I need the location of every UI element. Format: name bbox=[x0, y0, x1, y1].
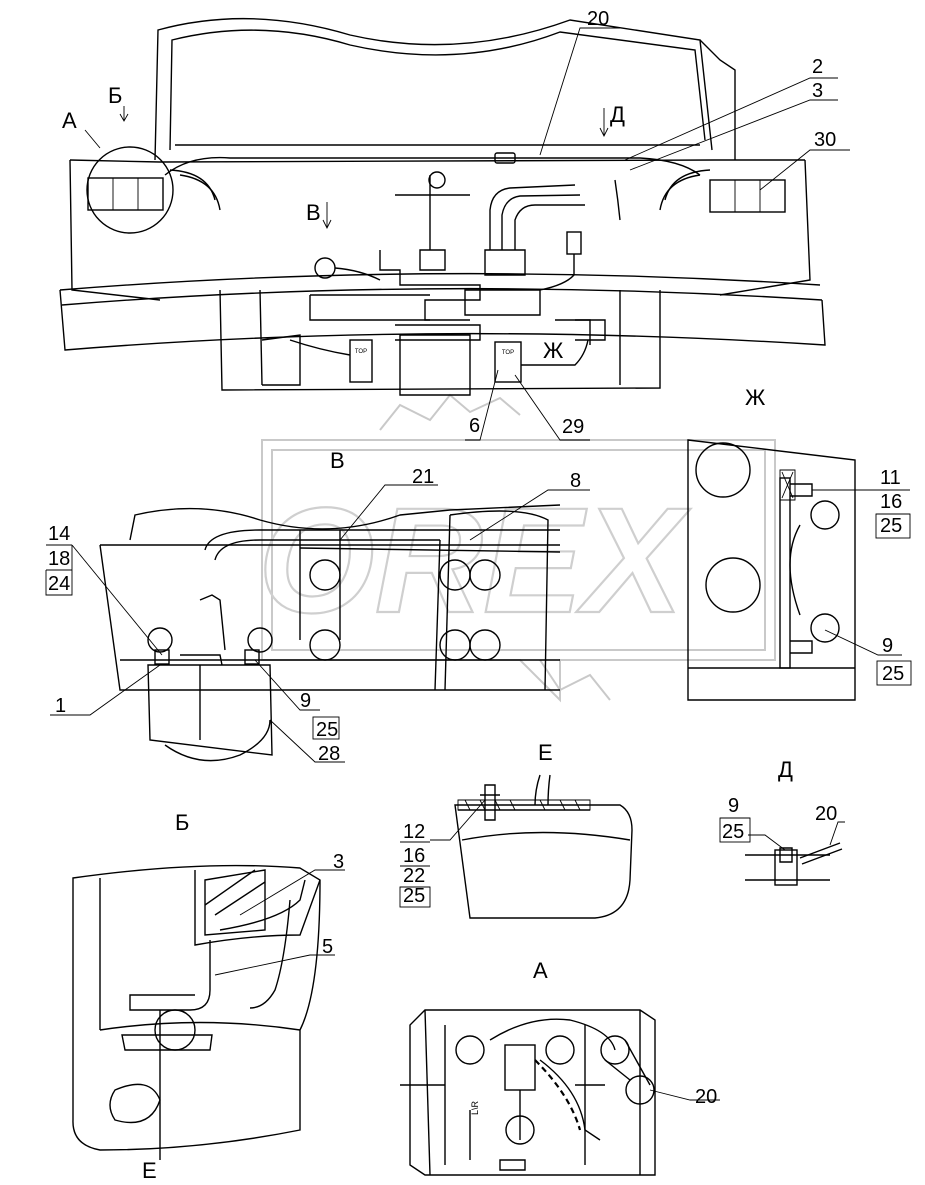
relay-box-left bbox=[349, 339, 373, 383]
view-marker-a: А bbox=[62, 108, 77, 133]
view-marker-d: Д bbox=[610, 102, 625, 127]
lr-label: L\R bbox=[470, 1100, 480, 1115]
callout-30: 30 bbox=[814, 129, 836, 151]
top-label-right: TOP bbox=[502, 350, 514, 356]
callout-22: 22 bbox=[403, 865, 425, 887]
component-box-28 bbox=[147, 664, 273, 756]
callout-2: 2 bbox=[812, 56, 823, 78]
view-marker-b: Б bbox=[108, 83, 122, 108]
view-title-b: Б bbox=[175, 810, 189, 835]
callout-16-e: 16 bbox=[403, 845, 425, 867]
view-title-e: Е bbox=[538, 740, 553, 765]
callout-8: 8 bbox=[570, 470, 581, 492]
view-marker-v: В bbox=[306, 200, 321, 225]
callout-9-zh: 9 bbox=[882, 635, 893, 657]
callout-3-b: 3 bbox=[333, 851, 344, 873]
view-v: В 21 8 bbox=[45, 448, 590, 765]
view-marker-zh: Ж bbox=[543, 338, 564, 363]
bolts bbox=[147, 559, 501, 661]
callout-9-v: 9 bbox=[300, 690, 311, 712]
callout-1: 1 bbox=[55, 695, 66, 717]
view-title-a: А bbox=[533, 958, 548, 983]
view-marker-e: Е bbox=[142, 1158, 157, 1183]
callout-18: 18 bbox=[48, 548, 70, 570]
callout-11: 11 bbox=[880, 467, 901, 489]
callout-20-a: 20 bbox=[695, 1086, 717, 1108]
callout-9-d: 9 bbox=[728, 795, 739, 817]
view-e: Е 12 16 22 25 bbox=[399, 740, 633, 919]
callout-20-top: 20 bbox=[587, 8, 609, 30]
callout-20-d: 20 bbox=[815, 803, 837, 825]
right-lamp bbox=[709, 179, 786, 213]
callout-16-zh: 16 bbox=[880, 491, 902, 513]
view-title-d: Д bbox=[778, 757, 793, 782]
relay-box-right bbox=[494, 341, 522, 383]
main-view: TOP TOP 20 2 3 30 6 29 Б А Д В Ж bbox=[59, 8, 850, 441]
view-b: Б 3 5 Е bbox=[72, 810, 345, 1183]
view-zh: Ж 11 16 25 9 25 bbox=[687, 385, 912, 701]
callout-25-zh-b: 25 bbox=[882, 663, 904, 685]
callout-6: 6 bbox=[469, 415, 480, 437]
callout-12: 12 bbox=[403, 821, 425, 843]
callout-28: 28 bbox=[318, 743, 340, 765]
callout-14: 14 bbox=[48, 523, 70, 545]
callout-3-top: 3 bbox=[812, 80, 823, 102]
callout-25-v: 25 bbox=[316, 719, 338, 741]
callout-5: 5 bbox=[322, 936, 333, 958]
callout-29: 29 bbox=[562, 416, 584, 438]
callout-25-e: 25 bbox=[403, 885, 425, 907]
view-d: Д 9 25 20 bbox=[719, 757, 845, 886]
view-a: А L\R 20 bbox=[400, 958, 720, 1176]
top-label-left: TOP bbox=[355, 349, 367, 355]
callout-25-zh-a: 25 bbox=[880, 515, 902, 537]
callout-25-d: 25 bbox=[722, 821, 744, 843]
callout-21: 21 bbox=[412, 466, 434, 488]
callout-24: 24 bbox=[48, 573, 70, 595]
view-title-v: В bbox=[330, 448, 345, 473]
detail-circle-a bbox=[86, 146, 174, 234]
view-title-zh: Ж bbox=[745, 385, 766, 410]
